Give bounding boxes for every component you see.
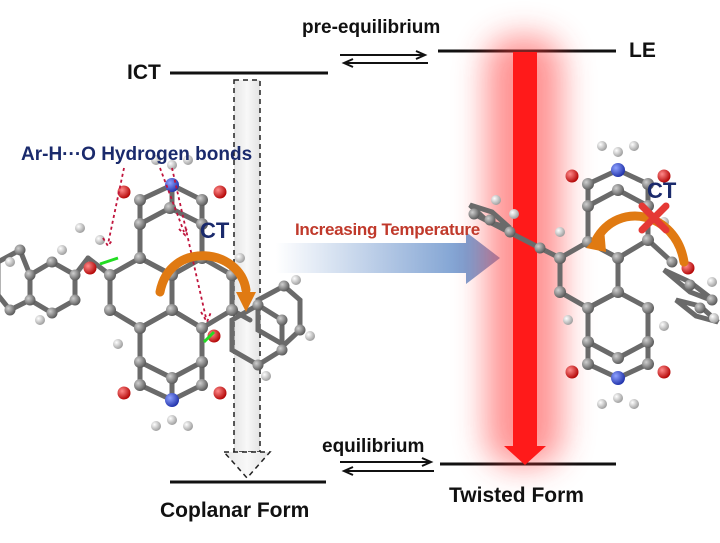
pre-equilibrium-arrows bbox=[340, 50, 428, 68]
equilibrium-arrows bbox=[340, 457, 434, 476]
ict-state-label: ICT bbox=[127, 61, 161, 84]
hydrogen-bond-pointers bbox=[102, 167, 212, 325]
hydrogen-bonds-label: Ar-H···O Hydrogen bonds bbox=[21, 144, 253, 165]
twisted-form-label: Twisted Form bbox=[449, 484, 584, 507]
temperature-arrow bbox=[276, 232, 500, 284]
twisted-molecule-model bbox=[468, 141, 720, 409]
coplanar-molecule-model bbox=[0, 155, 315, 431]
le-state-label: LE bbox=[629, 39, 656, 62]
ct-curved-arrow-right bbox=[586, 211, 689, 267]
ct-label-right: CT bbox=[647, 178, 677, 203]
ct-curved-arrow-left bbox=[155, 251, 256, 312]
le-decay-red-arrow bbox=[486, 36, 562, 466]
pre-equilibrium-label: pre-equilibrium bbox=[302, 17, 441, 38]
equilibrium-label: equilibrium bbox=[322, 436, 425, 457]
ct-label-left: CT bbox=[200, 218, 230, 243]
coplanar-form-label: Coplanar Form bbox=[160, 499, 310, 522]
increasing-temperature-label: Increasing Temperature bbox=[295, 220, 480, 239]
ct-blocked-cross-icon bbox=[638, 202, 670, 234]
